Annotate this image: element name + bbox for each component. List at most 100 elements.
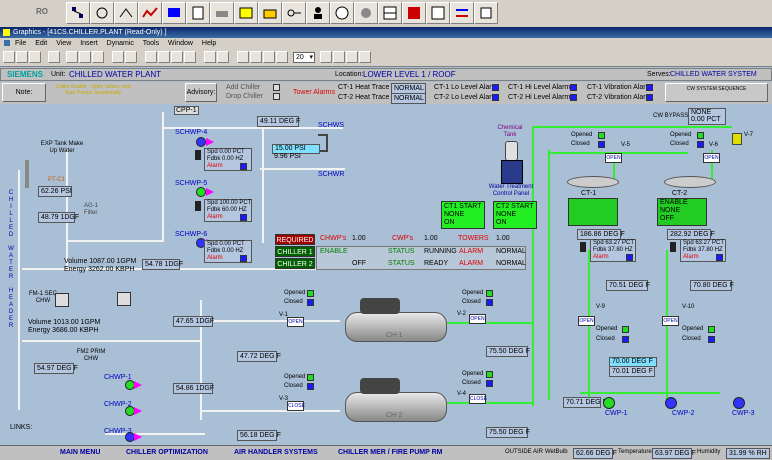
ch1-vessel xyxy=(345,312,447,342)
cwp2-pump-icon[interactable] xyxy=(665,397,677,409)
draw-rect-button[interactable] xyxy=(158,51,170,63)
v2-opened-label: Opened xyxy=(462,290,484,296)
menu-view[interactable]: View xyxy=(56,40,72,47)
menu-help[interactable]: Help xyxy=(201,40,217,47)
chiller-optimization-link[interactable]: CHILLER OPTIMIZATION xyxy=(126,449,208,456)
v6-open-button[interactable]: OPEN xyxy=(703,153,720,163)
toolbar-button-11[interactable] xyxy=(306,2,330,24)
pipe-sec-to-header xyxy=(66,240,164,242)
ct1-hi-indicator xyxy=(570,84,577,91)
draw-ellipse-button[interactable] xyxy=(171,51,183,63)
v10-open-button[interactable]: OPEN xyxy=(662,316,679,326)
v7-valve-icon[interactable] xyxy=(732,133,742,145)
snap-button[interactable] xyxy=(333,51,345,63)
ct2-feedback: Fdbk 37.80 HZ xyxy=(683,247,723,253)
toolbar-button-6[interactable] xyxy=(186,2,210,24)
window-titlebar: Graphics - [41CS.CHILLER.PLANT (Read-Onl… xyxy=(0,27,772,38)
cwp1-pump-icon[interactable] xyxy=(603,397,615,409)
schwp4-switch[interactable] xyxy=(195,150,201,160)
v3-opened-indicator xyxy=(307,374,314,381)
v10-closed-label: Closed xyxy=(682,336,701,342)
v4-close-button[interactable]: CLOSE xyxy=(469,394,487,404)
schwp4-pump-icon[interactable] xyxy=(196,137,206,147)
draw-line-button[interactable] xyxy=(145,51,157,63)
toolbar-button-1[interactable] xyxy=(66,2,90,24)
toolbar-button-4[interactable] xyxy=(138,2,162,24)
paste-button[interactable] xyxy=(92,51,104,63)
v6-closed-indicator xyxy=(697,141,704,148)
chemical-tank-label: Chemical Tank xyxy=(497,125,523,138)
zoom-in-button[interactable] xyxy=(250,51,262,63)
v6-opened-label: Opened xyxy=(670,132,692,138)
zoom-fit-button[interactable] xyxy=(276,51,288,63)
water-treatment-panel[interactable] xyxy=(501,160,523,184)
grid-toggle-button[interactable] xyxy=(346,51,358,63)
open-button[interactable] xyxy=(16,51,28,63)
align-button[interactable] xyxy=(204,51,216,63)
layer-button[interactable] xyxy=(320,51,332,63)
toolbar-button-16[interactable] xyxy=(426,2,450,24)
location-label: Location: xyxy=(335,71,364,78)
toolbar-button-13[interactable] xyxy=(354,2,378,24)
toolbar-button-14[interactable] xyxy=(378,2,402,24)
toolbar-button-3[interactable] xyxy=(114,2,138,24)
zoom-out-button[interactable] xyxy=(263,51,275,63)
chiller2-alarm: NORMAL xyxy=(496,260,526,267)
toolbar-button-18[interactable] xyxy=(474,2,498,24)
save-button[interactable] xyxy=(29,51,41,63)
toolbar-button-5[interactable] xyxy=(162,2,186,24)
v3-close-button[interactable]: CLOSE xyxy=(287,401,305,411)
redo-button[interactable] xyxy=(125,51,137,63)
toolbar-button-7[interactable] xyxy=(210,2,234,24)
cw-sequence-button[interactable]: CW SYSTEM SEQUENCE xyxy=(665,83,768,102)
group-button[interactable] xyxy=(217,51,229,63)
v5-open-button[interactable]: OPEN xyxy=(605,153,622,163)
toolbar-button-2[interactable] xyxy=(90,2,114,24)
menu-edit[interactable]: Edit xyxy=(35,40,48,47)
toolbar-button-8[interactable] xyxy=(234,2,258,24)
schwp5-pump-icon[interactable] xyxy=(196,187,206,197)
cut-button[interactable] xyxy=(66,51,78,63)
chiller1-button[interactable]: CHILLER 1 xyxy=(275,246,315,257)
toolbar-button-10[interactable] xyxy=(282,2,306,24)
chiller-mer-link[interactable]: CHILLER MER / FIRE PUMP RM xyxy=(338,449,443,456)
schwp4-alarm: Alarm xyxy=(207,163,223,169)
menu-file[interactable]: File xyxy=(14,40,27,47)
note-label: Note: xyxy=(15,89,33,96)
ct2-start-box[interactable] xyxy=(493,201,537,229)
toolbar-button-9[interactable] xyxy=(258,2,282,24)
air-handler-link[interactable]: AIR HANDLER SYSTEMS xyxy=(234,449,318,456)
schwr-label: SCHWR xyxy=(318,171,345,178)
ct2-switch[interactable] xyxy=(670,242,676,252)
cwp3-pump-icon[interactable] xyxy=(733,397,745,409)
toolbar-button-12[interactable] xyxy=(330,2,354,24)
chiller2-button[interactable]: CHILLER 2 xyxy=(275,258,315,269)
toolbar-button-17[interactable] xyxy=(450,2,474,24)
toolbar-button-15[interactable] xyxy=(402,2,426,24)
new-button[interactable] xyxy=(3,51,15,63)
v2-open-button[interactable]: OPEN xyxy=(469,314,486,324)
menu-dynamic[interactable]: Dynamic xyxy=(106,40,134,47)
v9-open-button[interactable]: OPEN xyxy=(578,316,595,326)
draw-text-button[interactable] xyxy=(184,51,196,63)
link-icon xyxy=(119,8,133,18)
hand-button[interactable] xyxy=(237,51,249,63)
v1-open-button[interactable]: OPEN xyxy=(287,317,304,327)
menu-window[interactable]: Window xyxy=(168,40,193,47)
schwp4-label: SCHWP-4 xyxy=(175,129,208,136)
undo-button[interactable] xyxy=(112,51,124,63)
chwp-value: 1.00 xyxy=(352,235,366,242)
v5-label: V-5 xyxy=(621,142,631,148)
properties-button[interactable] xyxy=(359,51,371,63)
menu-insert[interactable]: Insert xyxy=(80,40,98,47)
copy-button[interactable] xyxy=(79,51,91,63)
ct1-alarm: Alarm xyxy=(593,254,609,260)
ct2-panel xyxy=(680,239,726,262)
print-button[interactable] xyxy=(48,51,60,63)
menu-tools[interactable]: Tools xyxy=(142,40,160,47)
main-menu-link[interactable]: MAIN MENU xyxy=(60,449,101,456)
schwp5-switch[interactable] xyxy=(195,201,201,211)
ct1-switch[interactable] xyxy=(580,242,586,252)
ct1-start-box[interactable] xyxy=(441,201,485,229)
zoom-select[interactable]: 20▾ xyxy=(293,52,315,63)
